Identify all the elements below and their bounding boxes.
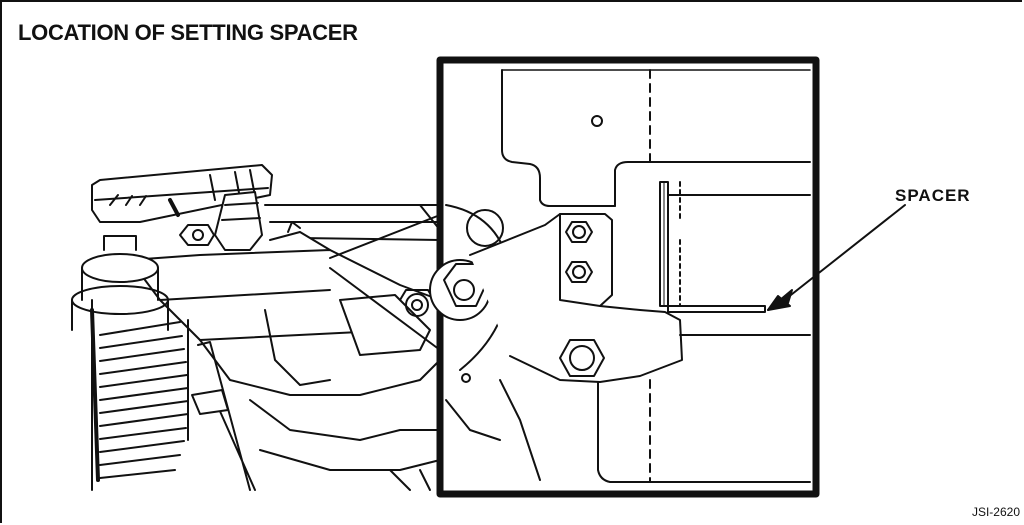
spacer-label: SPACER bbox=[895, 186, 971, 205]
detail-drawing bbox=[429, 69, 811, 483]
engine-overview bbox=[71, 164, 441, 491]
spacer-leader-line bbox=[767, 204, 906, 311]
figure-code: JSI-2620 bbox=[971, 505, 1020, 519]
figure-title: LOCATION OF SETTING SPACER bbox=[18, 20, 358, 45]
zoom-wedge bbox=[329, 214, 441, 351]
